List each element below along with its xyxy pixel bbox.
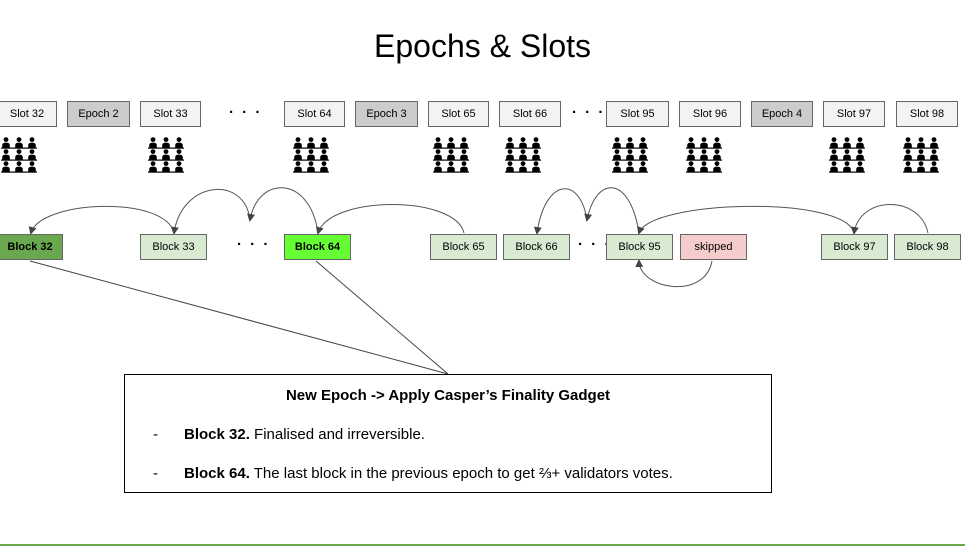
slot-98: Slot 98 [896, 101, 958, 127]
block-66: Block 66 [503, 234, 570, 260]
ellipsis: · · · [229, 104, 263, 121]
bullet: - [153, 426, 158, 443]
block-98: Block 98 [894, 234, 961, 260]
info-item-label: Block 64. [184, 465, 250, 482]
block-32: Block 32 [0, 234, 63, 260]
block-95: Block 95 [606, 234, 673, 260]
info-item-label: Block 32. [184, 426, 250, 443]
slot-33: Slot 33 [140, 101, 201, 127]
bullet: - [153, 465, 158, 482]
info-item-text: Finalised and irreversible. [249, 426, 425, 443]
slot-96: Slot 96 [679, 101, 741, 127]
slot-66: Slot 66 [499, 101, 561, 127]
slot-64: Slot 64 [284, 101, 345, 127]
finality-info-box: New Epoch -> Apply Casper’s Finality Gad… [124, 374, 772, 493]
info-title: New Epoch -> Apply Casper’s Finality Gad… [285, 387, 611, 404]
bottom-divider [0, 544, 965, 546]
block-64: Block 64 [284, 234, 351, 260]
block-97: Block 97 [821, 234, 888, 260]
ellipsis: · · · [578, 236, 612, 253]
ellipsis: · · · [237, 236, 271, 253]
ellipsis: · · · [572, 104, 606, 121]
slot-32: Slot 32 [0, 101, 57, 127]
info-item-block-64: Block 64. The last block in the previous… [184, 465, 673, 482]
epoch-3: Epoch 3 [355, 101, 418, 127]
info-item-text: The last block in the previous epoch to … [249, 465, 673, 482]
slot-65: Slot 65 [428, 101, 489, 127]
info-item-block-32: Block 32. Finalised and irreversible. [184, 426, 425, 443]
epoch-2: Epoch 2 [67, 101, 130, 127]
skipped-block: skipped [680, 234, 747, 260]
slot-97: Slot 97 [823, 101, 885, 127]
page-title: Epochs & Slots [374, 28, 591, 64]
slot-95: Slot 95 [606, 101, 669, 127]
block-33: Block 33 [140, 234, 207, 260]
epoch-4: Epoch 4 [751, 101, 813, 127]
block-65: Block 65 [430, 234, 497, 260]
